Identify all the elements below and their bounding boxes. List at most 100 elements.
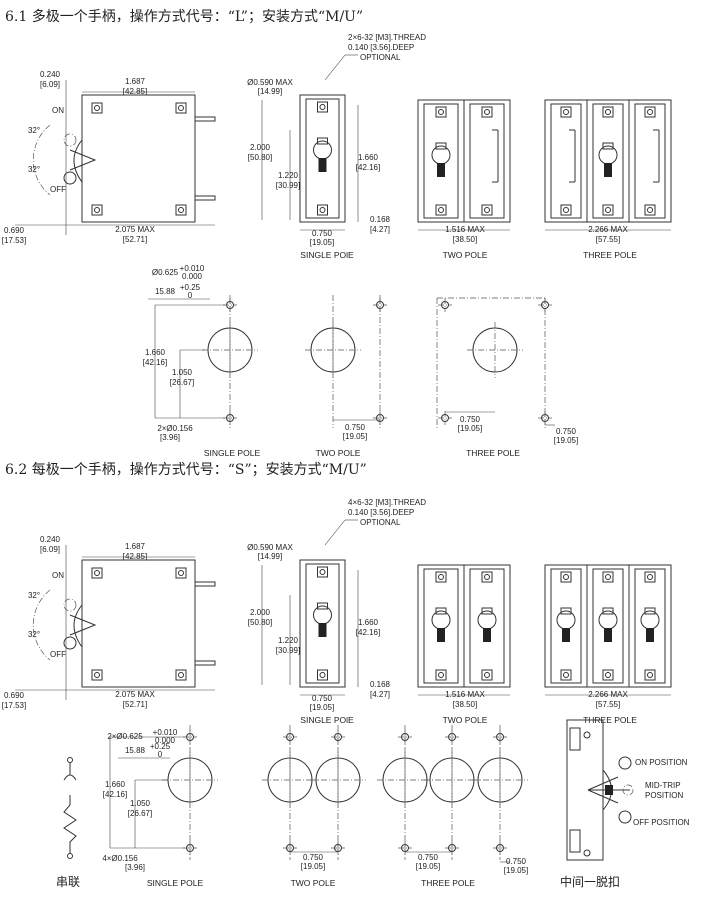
dimension-label: [19.05] (458, 424, 482, 433)
circle (647, 109, 653, 115)
dimension-label: 串联 (56, 875, 80, 889)
dimension-label: 0.750 (312, 694, 333, 703)
dimension-line (324, 519, 346, 546)
dimension-label: Ø0.590 MAX (247, 78, 293, 87)
circle (94, 105, 100, 111)
dimension-label: THREE POLE (466, 448, 520, 458)
cutout-single-pole: 2×Ø0.625+0.0100.00015.88+0.2501.660[42.1… (102, 725, 218, 888)
outline (644, 669, 656, 681)
dimension-label: THREE POLE (583, 715, 637, 725)
dimension-label: [50.80] (248, 153, 272, 162)
outline (602, 106, 614, 118)
side-view: 0.240[6.09]1.687[42.85]ONOFF32°32°0.690[… (2, 535, 216, 710)
cutout-two-pole: 0.750[19.05]TWO POLE (262, 725, 366, 888)
outline (435, 106, 447, 118)
dimension-label: 2×Ø0.625 (107, 732, 143, 741)
dimension-label: 0.690 (4, 691, 25, 700)
dimension-label: SINGLE POLE (204, 448, 261, 458)
dimension-label: TWO POLE (316, 448, 361, 458)
dimension-label: 32° (28, 165, 40, 174)
dimension-label: [3.96] (125, 863, 145, 872)
dimension-label: 0.000 (155, 736, 176, 745)
circle (319, 672, 326, 678)
dimension-label: [6.09] (40, 545, 60, 554)
dimension-label: 0.240 (40, 70, 61, 79)
circle (178, 672, 184, 678)
dimension-label: [42.85] (123, 552, 147, 561)
outline (318, 623, 327, 637)
dimension-label: 0 (188, 291, 193, 300)
dimension-label: [57.55] (596, 700, 620, 709)
dimension-label: 1.687 (125, 542, 146, 551)
circle (94, 570, 100, 576)
three-pole-view: 2.266 MAX[57.55]THREE POLE (544, 99, 672, 260)
outline (423, 568, 459, 684)
outline (569, 727, 581, 751)
outline (628, 564, 672, 688)
outline (602, 669, 614, 681)
three-pole-view: 2.266 MAX[57.55]THREE POLE (544, 564, 672, 725)
dimension-label: [17.53] (2, 701, 26, 710)
dimension-label: MID-TRIP (645, 781, 681, 790)
circle (319, 104, 326, 110)
outline (628, 99, 672, 223)
dimension-label: 1.687 (125, 77, 146, 86)
circle (438, 207, 444, 213)
circle (67, 853, 73, 859)
dimension-label: 2.266 MAX (588, 225, 628, 234)
outline (483, 628, 491, 642)
circle (605, 207, 611, 213)
outline (417, 564, 465, 688)
dimension-label: [42.16] (143, 358, 167, 367)
circle (563, 109, 569, 115)
dimension-label: 15.88 (155, 287, 176, 296)
dimension-label: [19.05] (554, 436, 578, 445)
outline (175, 669, 187, 681)
circle (647, 672, 653, 678)
dimension-label: 15.88 (125, 746, 146, 755)
outline (299, 559, 346, 688)
outline (305, 563, 340, 684)
breaker-pole (299, 559, 346, 688)
circle (583, 731, 591, 739)
dimension-label: [42.16] (356, 628, 380, 637)
dimension-label: OFF (50, 650, 66, 659)
outline (317, 669, 328, 681)
outline (435, 142, 447, 150)
dimension-label: 1.660 (145, 348, 166, 357)
circle (63, 636, 77, 650)
dimension-label: [52.71] (123, 235, 147, 244)
dimension-label: 0.750 (556, 427, 577, 436)
outline (644, 607, 656, 615)
dimension-label: SINGLE POlE (300, 250, 354, 260)
dimension-label: [6.09] (40, 80, 60, 89)
dimension-label: 0.168 (370, 680, 391, 689)
dimension-label: [42.16] (356, 163, 380, 172)
dimension-label: [19.05] (416, 862, 440, 871)
dimension-label: 32° (28, 591, 40, 600)
dimension-line (324, 54, 346, 81)
dimension-label: [42.85] (123, 87, 147, 96)
outline (644, 571, 656, 583)
dimension-label: [4.27] (370, 225, 390, 234)
dimension-label: 2.000 (250, 608, 271, 617)
outline (423, 103, 459, 219)
outline (481, 106, 493, 118)
dimension-label: 2×Ø0.156 (157, 424, 193, 433)
outline (562, 628, 570, 642)
dimension-label: OFF (50, 185, 66, 194)
outline (435, 669, 447, 681)
dimension-label: 1.660 (358, 618, 379, 627)
dimension-label: 0.240 (40, 535, 61, 544)
circle (622, 784, 634, 796)
outline (481, 607, 493, 615)
outline (602, 607, 614, 615)
breaker-pole (544, 99, 588, 223)
arc (33, 589, 51, 661)
dimension-label: OFF POSITION (633, 818, 690, 827)
dimension-label: 1.050 (130, 799, 151, 808)
dimension-label: [19.05] (310, 703, 334, 712)
outline (435, 607, 447, 615)
dimension-label: 1.660 (358, 153, 379, 162)
